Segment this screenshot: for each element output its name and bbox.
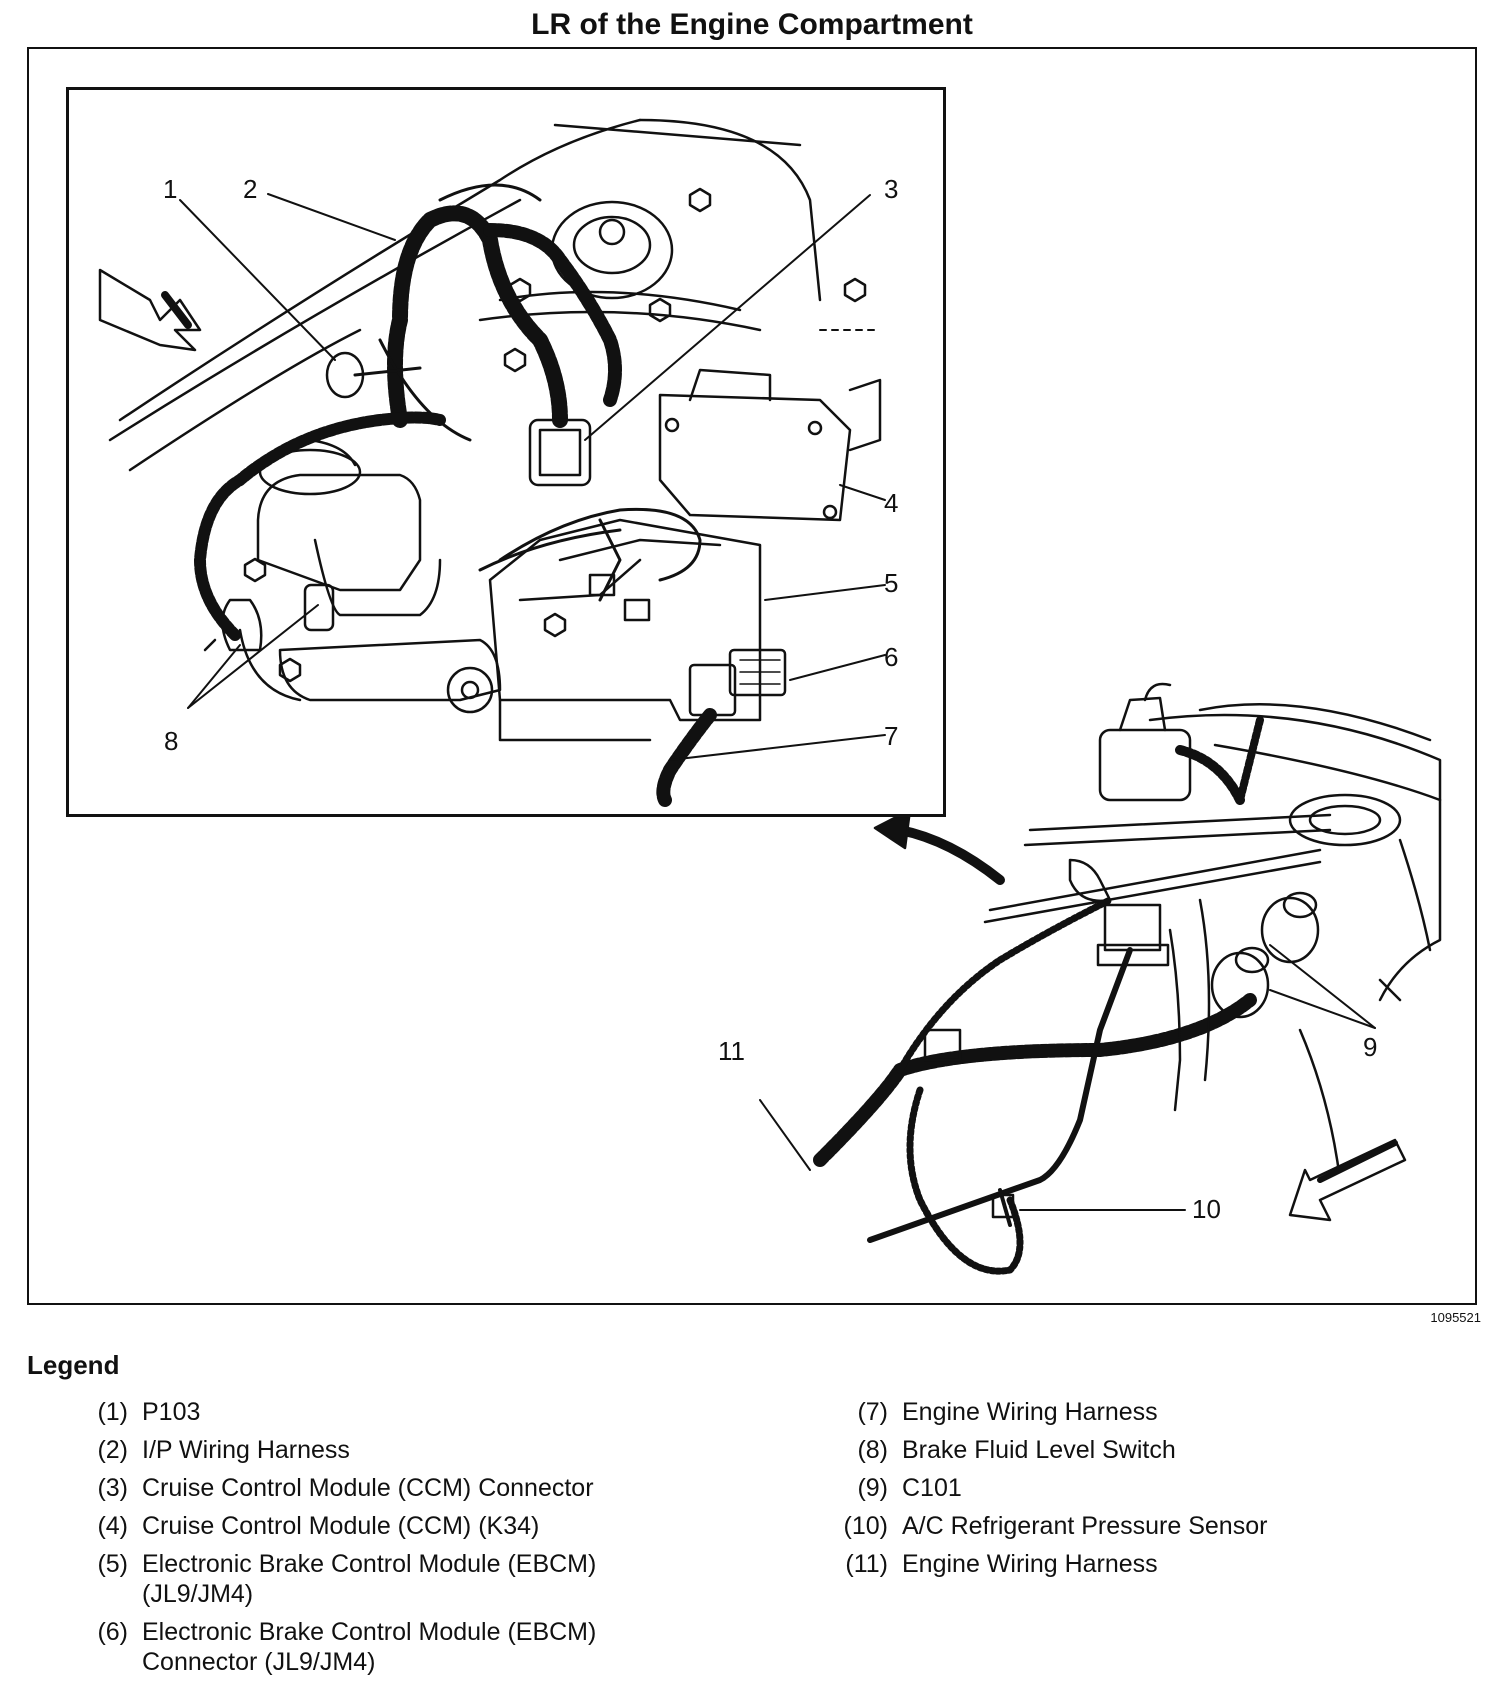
legend-item-text: Electronic Brake Control Module (EBCM) C… — [142, 1618, 597, 1676]
figure-number: 1095521 — [1430, 1310, 1481, 1325]
legend-item: (9) C101 — [826, 1473, 1426, 1503]
page-title: LR of the Engine Compartment — [531, 8, 973, 41]
legend-item-number: (2) — [97, 1436, 128, 1464]
legend-title: Legend — [27, 1350, 120, 1380]
legend-item-text: P103 — [142, 1398, 201, 1426]
legend-item-text: I/P Wiring Harness — [142, 1436, 350, 1464]
callout-7: 7 — [884, 721, 899, 751]
legend-right-column: (7) Engine Wiring Harness (8) Brake Fluid … — [826, 1397, 1426, 1587]
detail-drawing — [98, 118, 886, 807]
legend-item: (5) Electronic Brake Control Module (EBCM… — [72, 1549, 712, 1609]
diagram-frame — [27, 47, 1477, 1305]
legend-item: (1) P103 — [72, 1397, 712, 1427]
legend-item-number: (8) — [857, 1436, 888, 1464]
callout-2: 2 — [243, 174, 258, 204]
legend-item-number: (1) — [97, 1398, 128, 1426]
legend-item-text: Engine Wiring Harness — [902, 1398, 1158, 1426]
legend-item-text: Cruise Control Module (CCM) Connector — [142, 1474, 594, 1502]
legend-item: (7) Engine Wiring Harness — [826, 1397, 1426, 1427]
legend-item-number: (3) — [97, 1474, 128, 1502]
callout-5: 5 — [884, 568, 899, 598]
legend-item-text: Engine Wiring Harness — [902, 1550, 1158, 1578]
legend-item-number: (7) — [857, 1398, 888, 1426]
legend-item-number: (11) — [845, 1550, 888, 1578]
callout-6: 6 — [884, 642, 899, 672]
legend-item-text: A/C Refrigerant Pressure Sensor — [902, 1512, 1268, 1540]
legend-item-number: (9) — [857, 1474, 888, 1502]
legend-item-number: (10) — [843, 1512, 888, 1540]
callout-10: 10 — [1192, 1194, 1221, 1224]
overview-drawing — [759, 682, 1442, 1275]
legend-item-number: (5) — [97, 1550, 128, 1578]
legend-item: (11) Engine Wiring Harness — [826, 1549, 1426, 1579]
legend-item: (6) Electronic Brake Control Module (EBCM… — [72, 1617, 712, 1677]
legend-item-number: (6) — [97, 1618, 128, 1646]
legend-item-text: C101 — [902, 1474, 962, 1502]
legend-item: (3) Cruise Control Module (CCM) Connector — [72, 1473, 712, 1503]
callout-1: 1 — [163, 174, 178, 204]
legend-item: (8) Brake Fluid Level Switch — [826, 1435, 1426, 1465]
callout-9: 9 — [1363, 1032, 1378, 1062]
legend-item: (4) Cruise Control Module (CCM) (K34) — [72, 1511, 712, 1541]
legend-item: (2) I/P Wiring Harness — [72, 1435, 712, 1465]
legend-item: (10) A/C Refrigerant Pressure Sensor — [826, 1511, 1426, 1541]
engine-compartment-drawing — [759, 682, 1442, 1275]
legend-item-number: (4) — [97, 1512, 128, 1540]
legend-item-text: Brake Fluid Level Switch — [902, 1436, 1176, 1464]
legend-left-column: (1) P103 (2) I/P Wiring Harness (3) Cruise … — [72, 1397, 712, 1685]
legend-item-text: Electronic Brake Control Module (EBCM) (… — [142, 1550, 597, 1608]
callout-8: 8 — [164, 726, 179, 756]
callout-3: 3 — [884, 174, 899, 204]
legend-item-text: Cruise Control Module (CCM) (K34) — [142, 1512, 540, 1540]
callout-4: 4 — [884, 488, 899, 518]
callout-11: 11 — [718, 1036, 745, 1066]
